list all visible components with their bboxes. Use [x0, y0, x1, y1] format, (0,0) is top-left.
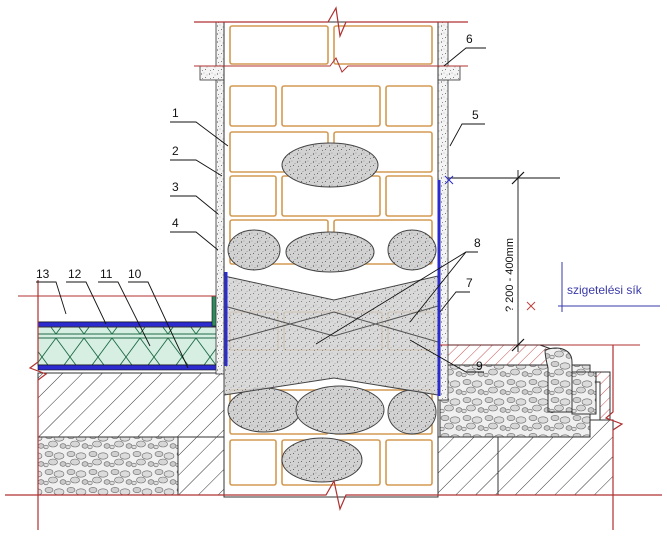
break-line-right — [604, 345, 624, 530]
callout-1: 1 — [172, 106, 179, 120]
layer-10-membrane — [37, 364, 229, 371]
callout-5: 5 — [472, 108, 479, 122]
rubble-stones — [227, 142, 437, 483]
break-line-left — [28, 280, 48, 530]
callout-4: 4 — [172, 216, 179, 230]
layer-12-membrane — [37, 321, 229, 328]
callout-7: 7 — [466, 276, 473, 290]
injection-chevron — [223, 305, 439, 337]
break-line-band — [194, 57, 468, 73]
foundation-hatch-left — [37, 372, 229, 438]
dimension-200-400: ? 200 - 400mm — [444, 170, 560, 352]
callout-9: 9 — [476, 359, 483, 373]
callout-2: 2 — [172, 144, 179, 158]
curb-stone — [544, 347, 573, 413]
callout-11: 11 — [100, 267, 113, 281]
foundation-gravel-left — [37, 436, 179, 496]
callout-13: 13 — [36, 267, 50, 281]
dimension-label: ? 200 - 400mm — [504, 238, 516, 312]
callout-10: 10 — [128, 267, 142, 281]
callout-6: 6 — [466, 32, 473, 46]
insulation-plane-label: szigetelési sík — [567, 283, 643, 297]
callout-8: 8 — [474, 236, 481, 250]
insulation-plane-marker: szigetelési sík — [526, 262, 660, 312]
break-line-top — [194, 6, 468, 39]
curb-stone-2 — [571, 371, 597, 415]
injection-chevron-2 — [223, 311, 439, 343]
layer-11-insulation — [37, 326, 229, 366]
callout-12: 12 — [68, 267, 82, 281]
leader-lines — [36, 47, 486, 373]
callout-3: 3 — [172, 180, 179, 194]
break-line-bottom — [5, 479, 662, 511]
